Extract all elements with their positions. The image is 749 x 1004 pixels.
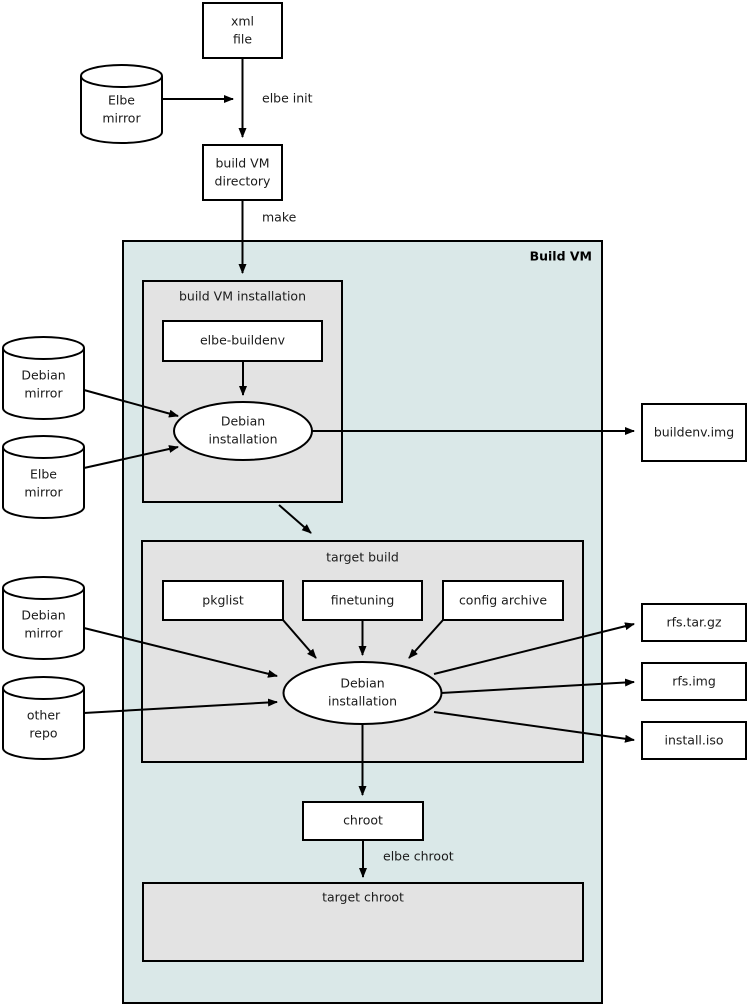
node-elbe-mirror-lower[interactable] [2,435,85,519]
edge-label-make: make [262,210,297,225]
edge-configarchive-to-debianinstall-target [408,619,444,659]
node-elbe-mirror-top[interactable] [80,64,163,144]
node-rfs-tar-gz-label: rfs.tar.gz [666,615,721,630]
edge-label-elbe-chroot: elbe chroot [383,849,454,864]
node-xml-file[interactable] [202,2,283,59]
node-install-iso-label: install.iso [664,733,723,748]
node-build-vm-directory-label-line1: build VM [215,156,269,171]
node-chroot-label: chroot [343,813,383,828]
edge-debianinstall-to-rfstargz [433,622,635,675]
node-debian-mirror-upper-label-line2: mirror [24,386,63,401]
container-build-vm-label: Build VM [530,249,592,264]
edge-pkglist-to-debianinstall-target [282,619,317,659]
node-debian-installation-target-label-line1: Debian [340,676,384,691]
edge-debianinstall-to-rfsimg [440,678,635,694]
container-target-chroot[interactable] [142,882,584,962]
node-xml-file-label-line2: file [233,32,252,47]
node-debian-mirror-lower-label-line1: Debian [21,608,65,623]
node-other-repo-label-line2: repo [29,726,57,741]
node-pkglist-label: pkglist [202,593,244,608]
node-config-archive[interactable] [442,580,564,621]
node-finetuning[interactable] [302,580,423,621]
node-buildenv-img-label: buildenv.img [654,425,734,440]
edge-debianinstall-to-installiso [433,711,635,743]
container-target-chroot-label: target chroot [322,890,404,905]
node-other-repo-label-line1: other [27,708,61,723]
container-build-vm-installation-label: build VM installation [179,289,306,304]
container-target-build-label: target build [326,550,399,565]
node-finetuning-label: finetuning [331,593,395,608]
edge-otherrepo-to-debianinstall-target [83,698,278,714]
node-elbe-mirror-lower-label-line1: Elbe [30,467,57,482]
node-rfs-img-label: rfs.img [672,674,716,689]
edge-label-elbe-init: elbe init [262,91,313,106]
node-debian-mirror-upper-label-line1: Debian [21,368,65,383]
node-build-vm-directory-label-line2: directory [215,174,272,189]
node-elbe-mirror-lower-label-line2: mirror [24,485,63,500]
node-build-vm-directory[interactable] [202,144,283,201]
edge-elbemirror-to-debianinstall-buildvm [83,445,179,469]
node-debian-mirror-upper[interactable] [2,336,85,420]
node-debian-installation-buildvm-label-line2: installation [208,432,277,447]
node-elbe-buildenv-label: elbe-buildenv [200,333,286,348]
node-debian-mirror-lower[interactable] [2,576,85,660]
node-elbe-mirror-top-label-line1: Elbe [108,93,135,108]
node-rfs-tar-gz[interactable] [641,603,747,642]
node-elbe-mirror-top-label-line2: mirror [102,111,141,126]
edge-debianmirror-to-debianinstall-buildvm [83,389,179,418]
node-buildenv-img[interactable] [641,403,747,462]
node-rfs-img[interactable] [641,662,747,701]
node-debian-mirror-lower-label-line2: mirror [24,626,63,641]
node-other-repo[interactable] [2,676,85,760]
edge-debianmirror-lower-to-debianinstall-target [83,627,278,678]
node-install-iso[interactable] [641,721,747,760]
edge-buildvminstall-to-targetbuild [278,504,312,534]
node-debian-installation-target-label-line2: installation [328,694,397,709]
node-pkglist[interactable] [162,580,284,621]
node-xml-file-label-line1: xml [231,14,254,29]
node-chroot[interactable] [302,801,424,841]
node-config-archive-label: config archive [459,593,547,608]
node-debian-installation-buildvm-label-line1: Debian [221,414,265,429]
